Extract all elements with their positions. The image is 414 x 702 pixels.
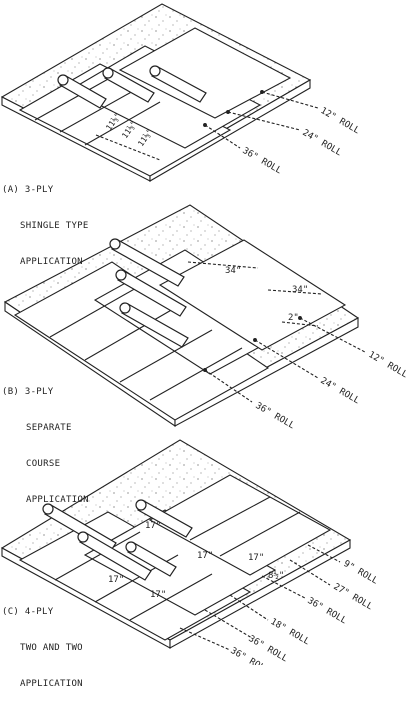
panel-a-roll-label: 36" ROLL xyxy=(241,146,284,176)
caption-line: (A) 3-PLY xyxy=(2,185,54,195)
panel-c-drawing xyxy=(0,439,352,651)
caption-line: APPLICATION xyxy=(20,679,83,689)
diagram-drawing: 12" ROLL 24" ROLL 36" ROLL 11⅓" 11⅓" 11⅓… xyxy=(0,3,410,676)
panel-c-felt-27 xyxy=(148,474,332,576)
panel-c-roll-3 xyxy=(135,499,193,538)
panel-a-roll-1 xyxy=(57,74,107,109)
panel-a-roll-3 xyxy=(149,65,207,103)
panel-b-roll-label: 12" ROLL xyxy=(367,350,410,380)
panel-a-roll-label: 24" ROLL xyxy=(301,128,344,158)
panel-a-felt-24 xyxy=(68,45,262,149)
panel-b-dim-label: 34" xyxy=(292,285,308,295)
panel-b-roll-label: 36" ROLL xyxy=(254,401,297,431)
panel-b-caption: (B) 3-PLY SEPARATE COURSE APPLICATION xyxy=(2,362,89,518)
panel-c-dim-label: 17" xyxy=(108,575,124,585)
panel-c-dim-label: 17" xyxy=(248,553,264,563)
caption-line: COURSE xyxy=(26,459,61,469)
caption-line: APPLICATION xyxy=(20,257,83,267)
panel-c-roll-2 xyxy=(77,531,152,581)
panel-c-roll-4 xyxy=(125,541,177,577)
panel-c-roll-label: 18" ROLL xyxy=(269,617,312,647)
roofing-diagram: 12" ROLL 24" ROLL 36" ROLL 11⅓" 11⅓" 11⅓… xyxy=(0,3,410,689)
caption-line: (C) 4-PLY xyxy=(2,607,54,617)
panel-b-dim-label: 2" xyxy=(288,313,299,323)
panel-b-drawing xyxy=(3,204,366,428)
panel-c-dim-label: 17" xyxy=(150,590,166,600)
panel-b-felt-36 xyxy=(13,261,270,421)
panel-b-felt-12 xyxy=(158,239,347,351)
caption-line: SHINGLE TYPE xyxy=(20,221,89,231)
panel-a-roll-2 xyxy=(102,67,155,103)
caption-line: APPLICATION xyxy=(26,495,89,505)
panel-a-caption: (A) 3-PLY SHINGLE TYPE APPLICATION xyxy=(2,160,89,280)
panel-c-roll-label: 27" ROLL xyxy=(332,582,375,612)
panel-a-drawing xyxy=(0,3,319,182)
caption-line: TWO AND TWO xyxy=(20,643,83,653)
panel-c-dim-label: 17" xyxy=(197,551,213,561)
panel-c-caption: (C) 4-PLY TWO AND TWO APPLICATION xyxy=(2,582,83,702)
panel-c-roll-label: 9" ROLL xyxy=(342,559,380,587)
panel-a-roll-label: 12" ROLL xyxy=(319,106,362,136)
panel-b-dim-label: 34" xyxy=(225,266,241,276)
panel-b-roll-2 xyxy=(115,269,187,317)
panel-c-roll-label: 36" ROLL xyxy=(306,596,349,626)
panel-c-dim-label: 8½" xyxy=(268,570,284,581)
panel-a-felt-12 xyxy=(118,27,292,119)
panel-b-roll-label: 24" ROLL xyxy=(319,376,362,406)
caption-line: SEPARATE xyxy=(26,423,72,433)
caption-line: (B) 3-PLY xyxy=(2,387,54,397)
panel-c-dim-label: 17" xyxy=(145,521,161,531)
panel-b-roll-3 xyxy=(119,302,189,348)
panel-b-roll-1 xyxy=(109,238,185,287)
